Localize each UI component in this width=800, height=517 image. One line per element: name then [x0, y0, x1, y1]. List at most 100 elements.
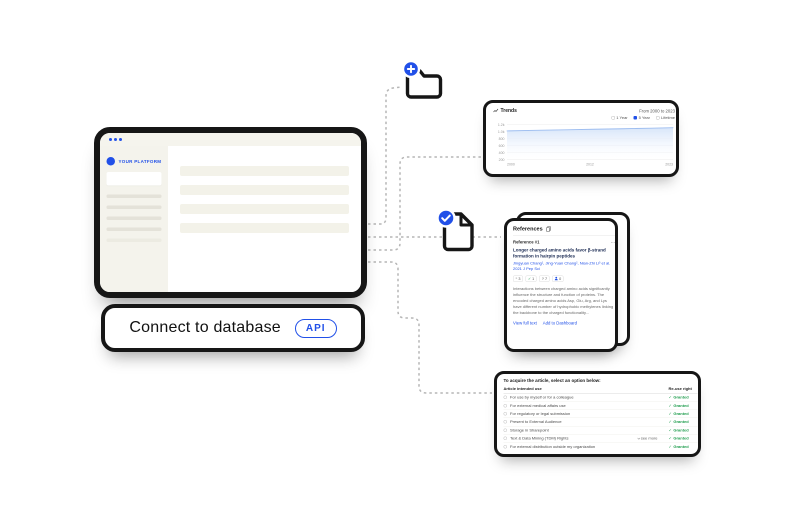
- reuse-right-value: ✓Granted: [668, 444, 689, 450]
- column-reuse-right: Re-use right: [668, 386, 692, 392]
- person-icon: [554, 276, 558, 281]
- trends-card: Trends From 2000 to 2023 1 Year 5 Year L…: [483, 100, 679, 177]
- overflow-menu-icon[interactable]: ...: [610, 239, 615, 245]
- view-full-text-link[interactable]: View full text: [513, 320, 537, 326]
- window-dot-icon: [109, 138, 112, 141]
- references-header: References: [513, 226, 543, 232]
- verified-badge: ✓ 1: [525, 275, 537, 282]
- check-icon: ✓: [668, 427, 672, 433]
- connect-database-label: Connect to database: [129, 319, 281, 336]
- svg-text:2000: 2000: [507, 163, 515, 167]
- quote-icon: “: [515, 276, 518, 281]
- sidebar-skeleton-item: [106, 216, 162, 220]
- check-icon: ✓: [668, 395, 672, 400]
- acquire-title: To acquire the article, select an option…: [503, 378, 601, 383]
- checkbox-icon[interactable]: [633, 116, 638, 120]
- content-skeleton-row: [180, 185, 349, 195]
- connector-to-trends: [368, 156, 481, 251]
- check-icon: ✓: [668, 411, 672, 416]
- platform-logo-icon: [106, 157, 115, 166]
- add-to-dashboard-link[interactable]: Add to Dashboard: [542, 320, 578, 326]
- check-icon: ✓: [668, 419, 672, 425]
- svg-text:800: 800: [499, 137, 505, 141]
- article-authors[interactable]: Jingyuan Chang¹, Jing-Yuan Chang², Nian-…: [513, 261, 611, 272]
- reuse-right-value: ✓Granted: [668, 419, 689, 425]
- trends-icon: [493, 108, 499, 113]
- check-badge-icon: [436, 208, 456, 228]
- authors-badge: 0: [552, 275, 564, 282]
- check-icon: ✓: [668, 403, 672, 408]
- sidebar-skeleton-item: [106, 227, 162, 231]
- filter-lifetime[interactable]: Lifetime: [655, 116, 675, 120]
- trends-range-label: From 2000 to 2023: [639, 108, 675, 114]
- reuse-right-value: ✓Granted: [668, 436, 689, 441]
- radio-icon[interactable]: [503, 411, 507, 416]
- radio-icon[interactable]: [503, 420, 507, 424]
- add-document-icon: [401, 59, 443, 99]
- citations-badge: “ 3: [513, 275, 523, 282]
- reuse-right-value: ✓Granted: [668, 411, 689, 416]
- acquire-article-card: To acquire the article, select an option…: [494, 371, 701, 457]
- copy-icon[interactable]: [546, 226, 551, 232]
- see-more-toggle[interactable]: see more: [637, 436, 658, 441]
- window-dot-icon: [114, 138, 117, 141]
- checkbox-icon[interactable]: [655, 116, 660, 120]
- platform-sidebar: YOUR PLATFORM: [100, 146, 168, 292]
- check-icon: ✓: [668, 444, 672, 450]
- content-skeleton-row: [180, 166, 349, 176]
- reuse-right-value: ✓Granted: [668, 427, 689, 433]
- check-icon: ✓: [668, 436, 672, 441]
- platform-window: YOUR PLATFORM: [94, 127, 367, 298]
- content-skeleton-row: [180, 223, 349, 233]
- api-badge[interactable]: API: [294, 318, 337, 338]
- radio-icon[interactable]: [503, 445, 507, 449]
- intended-use-row[interactable]: For external distribution outside my org…: [503, 443, 698, 451]
- checkbox-icon[interactable]: [611, 116, 615, 120]
- svg-text:1.2k: 1.2k: [498, 123, 505, 127]
- platform-content: [168, 146, 361, 292]
- svg-text:200: 200: [499, 158, 505, 162]
- search-input[interactable]: [106, 172, 162, 186]
- sidebar-skeleton-item: [106, 238, 162, 242]
- intended-use-row[interactable]: For external medical affairs use ✓Grante…: [503, 402, 698, 410]
- chevron-down-icon: [637, 436, 641, 440]
- reuse-right-value: ✓Granted: [668, 395, 689, 400]
- article-title[interactable]: Longer charged amino acids favor β-stran…: [513, 247, 606, 259]
- article-metrics: “ 3 ✓ 1 ? 7 0: [513, 275, 615, 282]
- sidebar-skeleton-item: [106, 194, 162, 198]
- radio-icon[interactable]: [503, 436, 507, 441]
- trends-title: Trends: [500, 108, 517, 114]
- reference-number: Reference #1: [513, 239, 540, 245]
- references-card: References Reference #1 ... Longer charg…: [504, 218, 618, 352]
- reuse-right-value: ✓Granted: [668, 403, 689, 408]
- platform-brand: YOUR PLATFORM: [118, 158, 162, 164]
- intended-use-row[interactable]: For use by myself or for a colleague ✓Gr…: [503, 394, 698, 402]
- intended-use-row[interactable]: For regulatory or legal submission ✓Gran…: [503, 410, 698, 419]
- connector-to-acquire: [368, 261, 492, 394]
- radio-icon[interactable]: [503, 403, 507, 408]
- intended-use-row[interactable]: Storage in Sharepoint ✓Granted: [503, 426, 698, 435]
- filter-1-year[interactable]: 1 Year: [611, 116, 628, 120]
- check-icon: ✓: [527, 276, 532, 281]
- article-abstract: Interactions between charged amino acids…: [513, 286, 614, 315]
- window-dot-icon: [119, 138, 122, 141]
- intended-use-row[interactable]: Text & Data Mining (TDM) Rights see more…: [503, 434, 698, 443]
- questions-badge: ? 7: [539, 275, 550, 282]
- verified-document-icon: [436, 208, 474, 252]
- svg-text:2012: 2012: [586, 163, 594, 167]
- radio-icon[interactable]: [503, 395, 507, 400]
- svg-text:1.0k: 1.0k: [498, 130, 505, 134]
- sidebar-skeleton-item: [106, 205, 162, 209]
- filter-5-year[interactable]: 5 Year: [633, 116, 650, 120]
- connect-database-card[interactable]: Connect to database API: [101, 304, 365, 352]
- svg-text:400: 400: [499, 151, 505, 155]
- svg-text:600: 600: [499, 144, 505, 148]
- window-titlebar: [100, 133, 361, 146]
- svg-text:2023: 2023: [665, 163, 673, 167]
- intended-use-row[interactable]: Present to External Audience ✓Granted: [503, 418, 698, 427]
- radio-icon[interactable]: [503, 428, 507, 432]
- connector-to-add-doc: [368, 86, 403, 225]
